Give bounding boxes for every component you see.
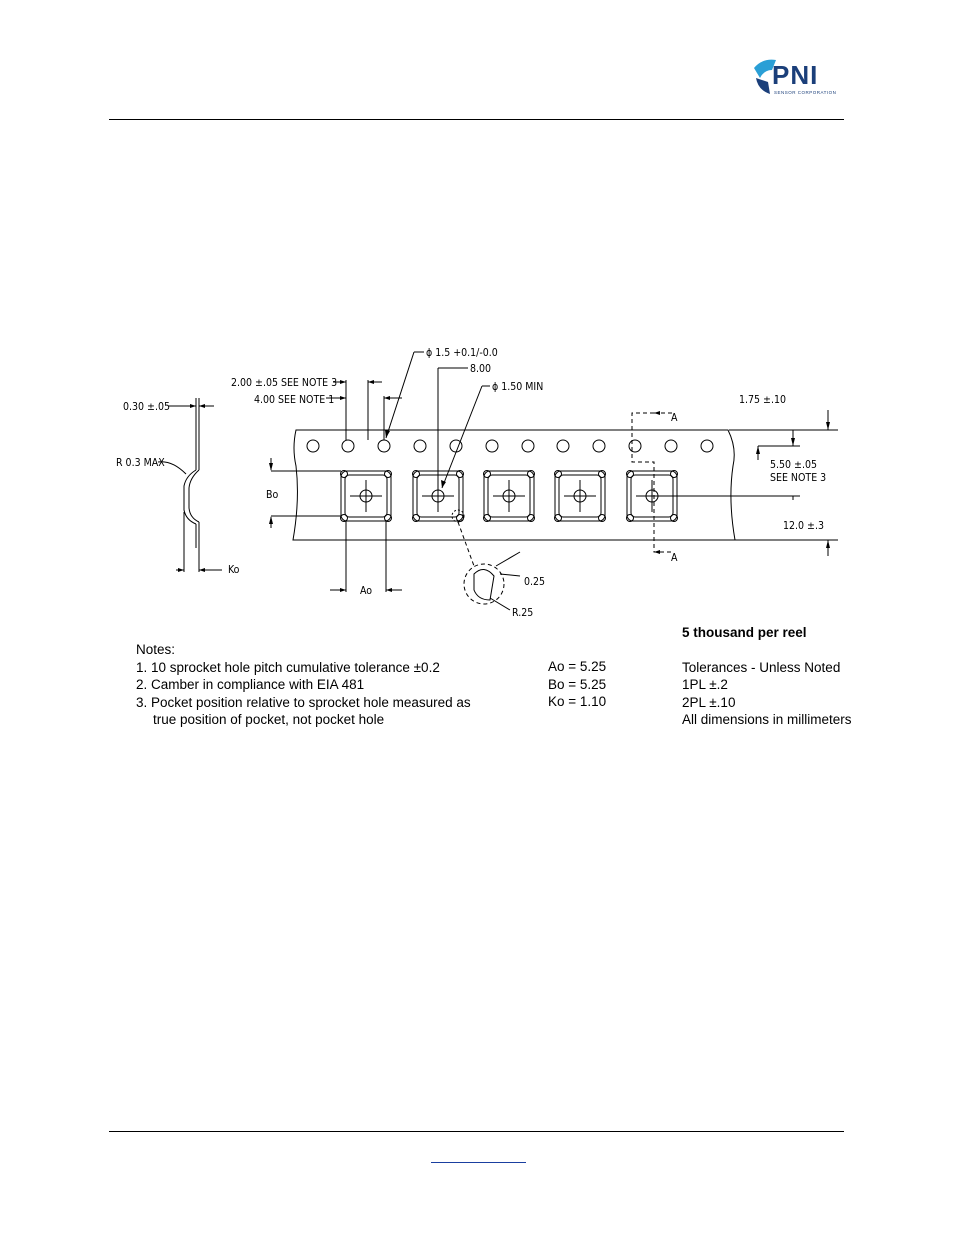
tolerance-2pl: 2PL ±.10 (682, 694, 736, 710)
dim-hole-diameter: ϕ 1.5 +0.1/-0.0 (426, 347, 498, 359)
dim-pitch-8: 8.00 (470, 363, 491, 375)
reel-quantity: 5 thousand per reel (682, 625, 807, 640)
tape-drawing: ϕ 1.5 +0.1/-0.0 8.00 ϕ 1.50 MIN 2.00 ±.0… (116, 347, 838, 619)
dim-width-12: 12.0 ±.3 (783, 520, 824, 532)
dim-thickness: 0.30 ±.05 (123, 401, 170, 413)
dim-hole-min: ϕ 1.50 MIN (492, 381, 543, 393)
note-item: true position of pocket, not pocket hole (153, 712, 385, 727)
notes-heading: Notes: (136, 642, 176, 657)
dim-ko-label: Ko (228, 564, 240, 576)
logo-wordmark: PNI (772, 60, 819, 90)
note-item: 1. 10 sprocket hole pitch cumulative tol… (136, 659, 440, 675)
logo-subtext: SENSOR CORPORATION (774, 90, 837, 95)
header-rule (109, 119, 844, 120)
dim-pitch-2: 2.00 ±.05 SEE NOTE 3 (231, 377, 337, 389)
note-item: 3. Pocket position relative to sprocket … (136, 694, 471, 710)
dim-ao-label: Ao (360, 585, 372, 597)
tolerance-heading: Tolerances - Unless Noted (682, 659, 841, 675)
pocket-dimensions: Ao = 5.25 Bo = 5.25 Ko = 1.10 (548, 658, 606, 711)
dim-offset-note: SEE NOTE 3 (770, 472, 826, 484)
detail-r25-label: R.25 (512, 607, 533, 619)
footer-link-underline[interactable] (431, 1162, 526, 1163)
dim-bo-label: Bo (266, 489, 278, 501)
notes-block: Notes: 1. 10 sprocket hole pitch cumulat… (136, 641, 471, 729)
dim-edge-175: 1.75 ±.10 (739, 394, 786, 406)
dim-bo-value: Bo = 5.25 (548, 676, 607, 692)
footer-rule (109, 1131, 844, 1132)
note-item: 2. Camber in compliance with EIA 481 (136, 677, 365, 692)
units-note: All dimensions in millimeters (682, 712, 852, 727)
logo-mark-icon (754, 59, 776, 94)
reel-info: 5 thousand per reel Tolerances - Unless … (682, 624, 852, 729)
dim-offset-550: 5.50 ±.05 (770, 459, 817, 471)
detail-025-label: 0.25 (524, 576, 545, 588)
dim-radius-max: R 0.3 MAX (116, 457, 165, 469)
dim-pitch-4: 4.00 SEE NOTE 1 (254, 394, 334, 406)
tolerance-1pl: 1PL ±.2 (682, 677, 728, 692)
dim-ko-value: Ko = 1.10 (548, 694, 607, 709)
dim-ao-value: Ao = 5.25 (548, 659, 607, 674)
section-a-bottom: A (671, 552, 678, 564)
section-a-top: A (671, 412, 678, 424)
